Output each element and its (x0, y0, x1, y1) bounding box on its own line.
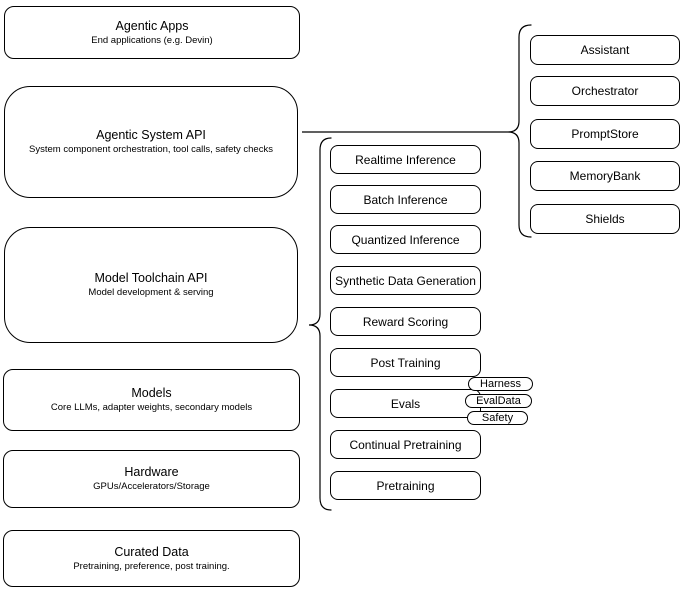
component-box-shields: Shields (530, 204, 680, 234)
layer-box-agentic-system-api: Agentic System API System component orch… (4, 86, 298, 198)
toolchain-box-evals: Evals (330, 389, 481, 418)
layer-box-model-toolchain-api: Model Toolchain API Model development & … (4, 227, 298, 343)
layer-title: Model Toolchain API (94, 271, 208, 285)
toolchain-box-post-training: Post Training (330, 348, 481, 377)
layer-title: Hardware (124, 465, 179, 479)
eval-tag-harness: Harness (468, 377, 533, 391)
layer-subtitle: System component orchestration, tool cal… (29, 144, 273, 155)
layer-subtitle: GPUs/Accelerators/Storage (93, 481, 210, 492)
layer-title: Models (131, 386, 172, 400)
eval-tag-safety: Safety (467, 411, 528, 425)
brace-toolchain (308, 137, 332, 511)
layer-subtitle: Core LLMs, adapter weights, secondary mo… (50, 402, 253, 413)
eval-tag-evaldata: EvalData (465, 394, 532, 408)
toolchain-box-continual-pretraining: Continual Pretraining (330, 430, 481, 459)
layer-title: Agentic System API (96, 128, 206, 142)
toolchain-box-pretraining: Pretraining (330, 471, 481, 500)
layer-subtitle: End applications (e.g. Devin) (91, 34, 213, 46)
layer-box-hardware: Hardware GPUs/Accelerators/Storage (3, 450, 300, 508)
layer-box-curated-data: Curated Data Pretraining, preference, po… (3, 530, 300, 587)
component-box-memorybank: MemoryBank (530, 161, 680, 191)
layer-subtitle: Pretraining, preference, post training. (73, 560, 230, 572)
component-box-assistant: Assistant (530, 35, 680, 65)
layer-title: Curated Data (114, 544, 189, 559)
component-box-promptstore: PromptStore (530, 119, 680, 149)
toolchain-box-quantized-inference: Quantized Inference (330, 225, 481, 254)
layer-subtitle: Model development & serving (88, 287, 214, 298)
component-box-orchestrator: Orchestrator (530, 76, 680, 106)
brace-system-components (507, 24, 532, 238)
layer-box-models: Models Core LLMs, adapter weights, secon… (3, 369, 300, 431)
toolchain-box-realtime-inference: Realtime Inference (330, 145, 481, 174)
toolchain-box-reward-scoring: Reward Scoring (330, 307, 481, 336)
toolchain-box-batch-inference: Batch Inference (330, 185, 481, 214)
layer-title: Agentic Apps (115, 18, 189, 33)
layer-box-agentic-apps: Agentic Apps End applications (e.g. Devi… (4, 6, 300, 59)
toolchain-box-synthetic-data-generation: Synthetic Data Generation (330, 266, 481, 295)
